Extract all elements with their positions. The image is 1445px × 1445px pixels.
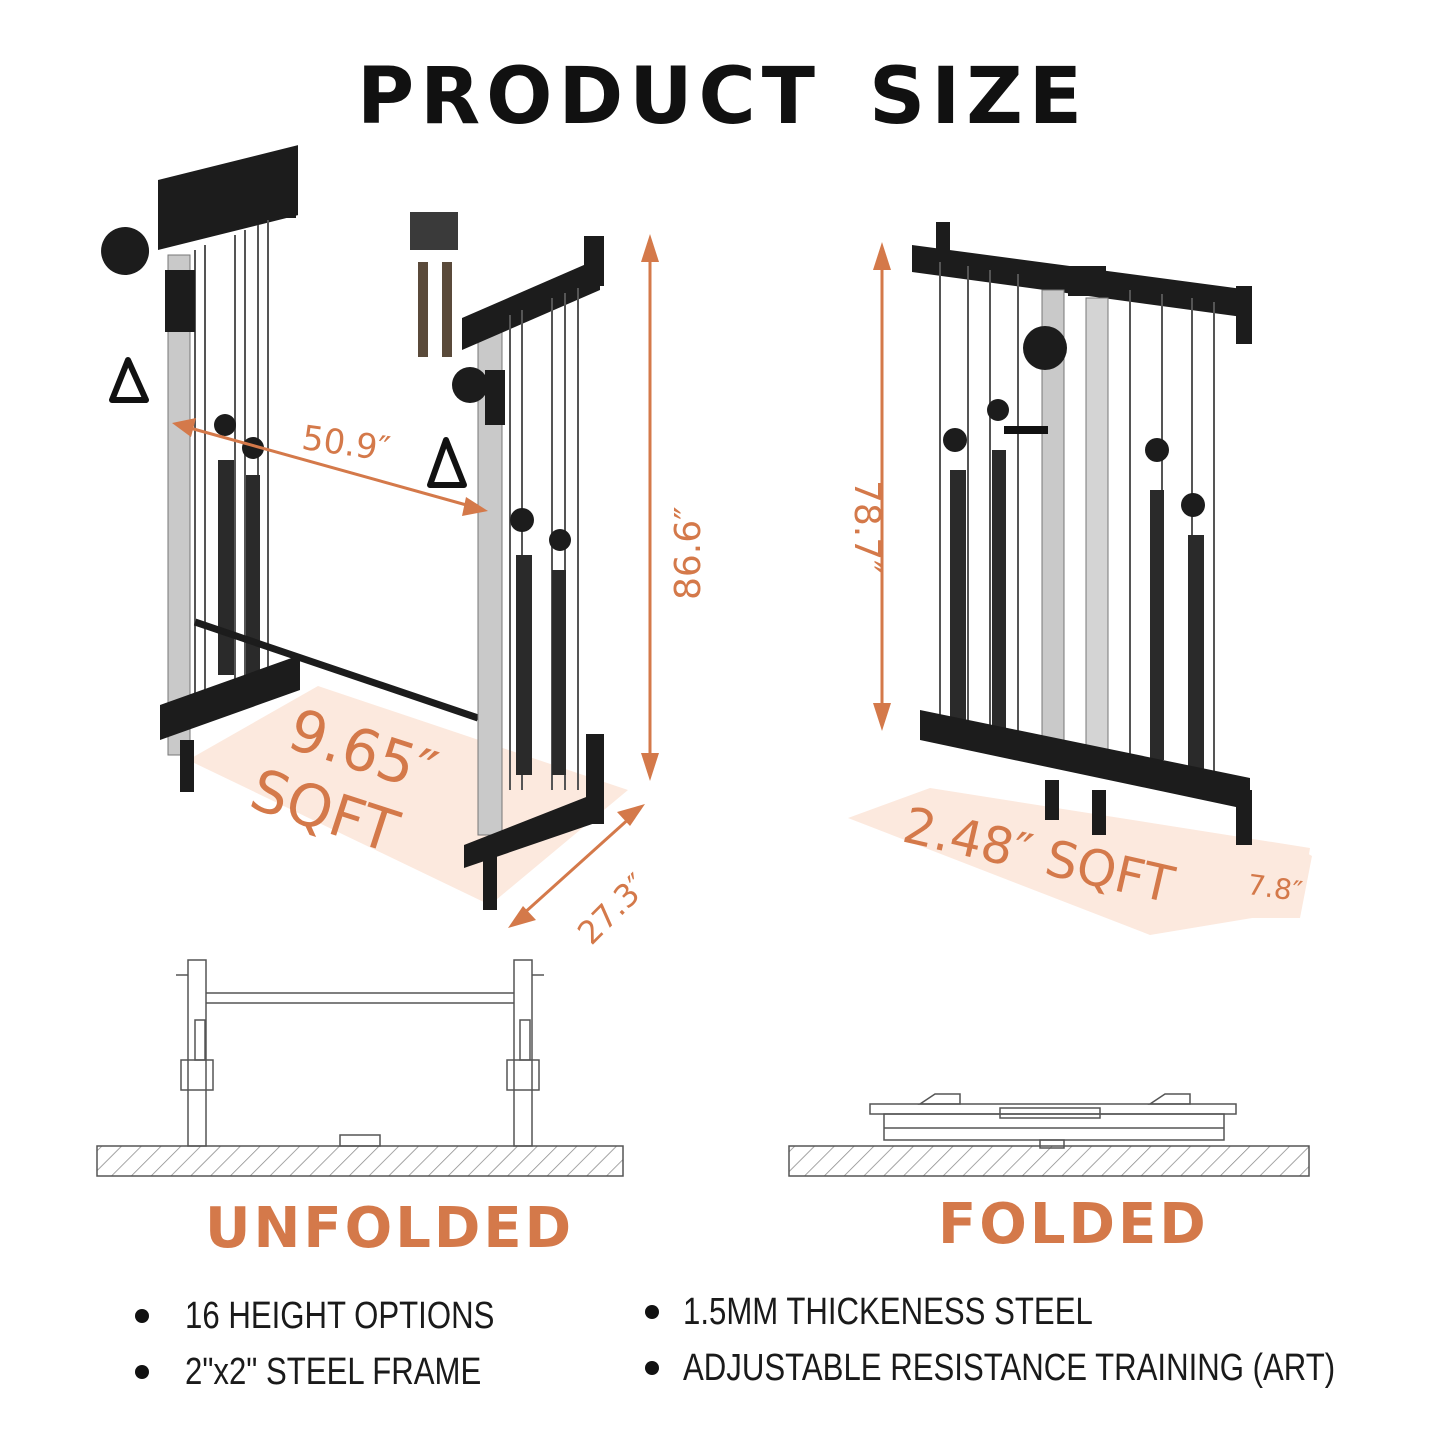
folded-caption: FOLDED <box>938 1192 1209 1257</box>
feature-text: ADJUSTABLE RESISTANCE TRAINING (ART) <box>683 1347 1336 1389</box>
folded-footprint-area <box>848 788 1310 935</box>
bullet-dot <box>135 1365 149 1379</box>
bullet-dot <box>645 1305 659 1319</box>
feature-text: 1.5MM THICKENESS STEEL <box>683 1291 1093 1333</box>
feature-item: 2"x2" STEEL FRAME <box>135 1344 615 1400</box>
unfolded-floor <box>96 1145 624 1177</box>
feature-text: 16 HEIGHT OPTIONS <box>185 1295 495 1337</box>
feature-text: 2"x2" STEEL FRAME <box>185 1351 482 1393</box>
feature-item: ADJUSTABLE RESISTANCE TRAINING (ART) <box>645 1340 1405 1396</box>
folded-height-dimension-arrow <box>873 242 891 731</box>
folded-frame <box>912 222 1252 845</box>
depth-dimension-arrow <box>508 804 645 928</box>
title-word-product: PRODUCT <box>356 52 822 142</box>
page-title: PRODUCT SIZE <box>0 52 1445 142</box>
width-dimension-arrow <box>172 418 488 516</box>
unfolded-footprint-area <box>188 686 628 905</box>
right-tower <box>427 236 604 910</box>
wall-bracket <box>410 212 458 357</box>
folded-depth-tab <box>1240 848 1312 918</box>
bullet-dot <box>645 1361 659 1375</box>
bullet-dot <box>135 1309 149 1323</box>
feature-list-right: 1.5MM THICKENESS STEEL ADJUSTABLE RESIST… <box>645 1284 1405 1396</box>
feature-item: 1.5MM THICKENESS STEEL <box>645 1284 1405 1340</box>
left-tower <box>101 145 300 792</box>
title-word-size: SIZE <box>869 52 1089 142</box>
folded-floor <box>788 1145 1310 1177</box>
pull-up-bar <box>193 618 480 722</box>
height-dimension-arrow <box>641 234 659 781</box>
feature-item: 16 HEIGHT OPTIONS <box>135 1288 615 1344</box>
unfolded-caption: UNFOLDED <box>205 1196 575 1261</box>
feature-list-left: 16 HEIGHT OPTIONS 2"x2" STEEL FRAME <box>135 1288 615 1400</box>
